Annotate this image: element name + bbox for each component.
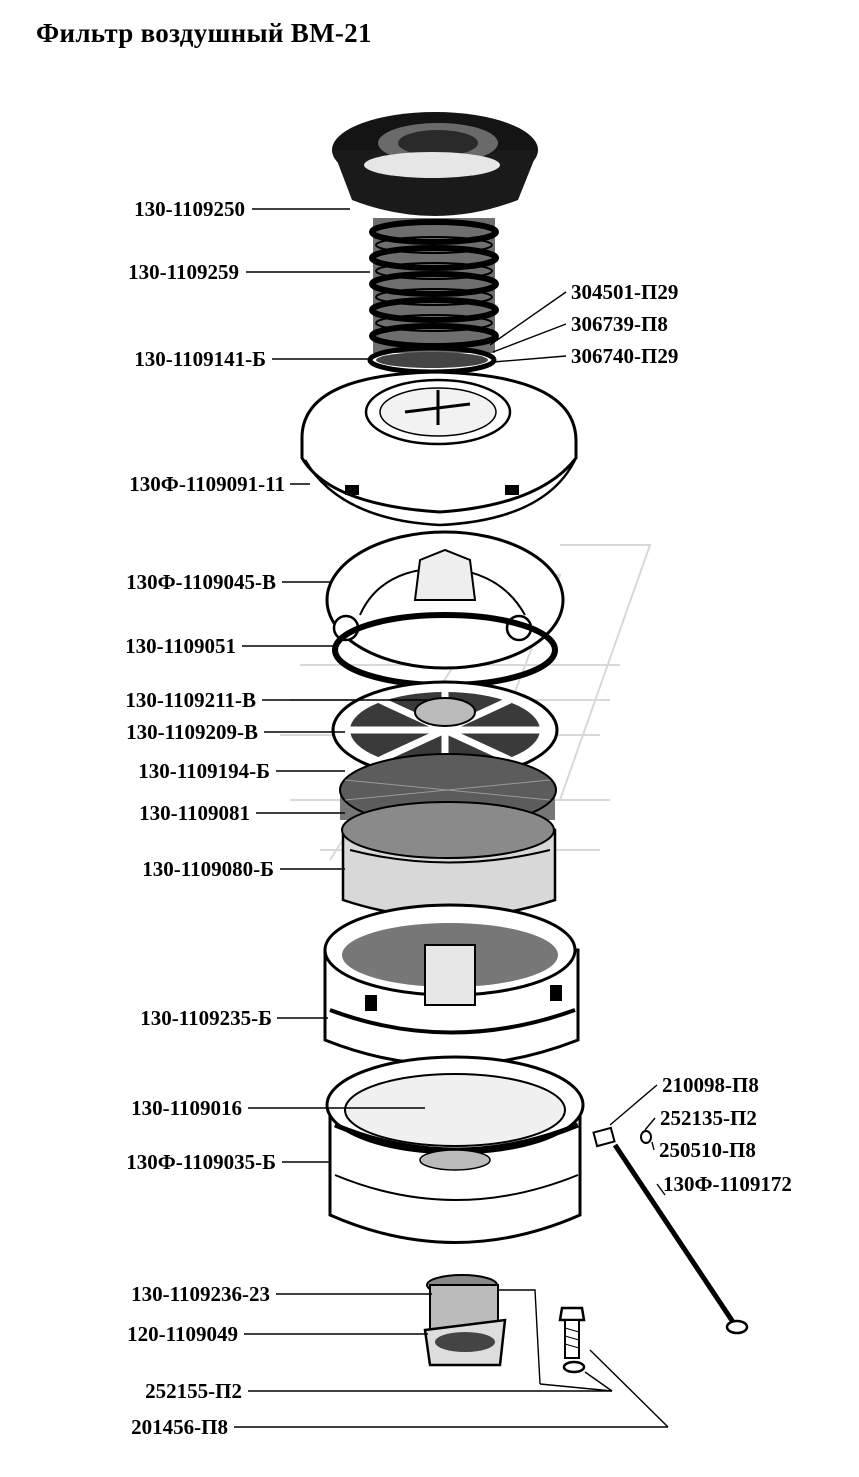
- part-label-p2: 130-1109259: [128, 260, 239, 284]
- part-label-p10: 130-1109211-В: [125, 688, 256, 712]
- part-label-p12: 130-1109194-Б: [138, 759, 270, 783]
- part-label-p13: 130-1109081: [139, 801, 250, 825]
- part-label-p1: 130-1109250: [134, 197, 245, 221]
- filter-cover-part: [300, 370, 578, 527]
- part-label-p15: 130-1109235-Б: [140, 1006, 272, 1030]
- housing-ring-part: [323, 903, 580, 1067]
- filter-element-part: [339, 753, 557, 919]
- part-label-p14: 130-1109080-Б: [142, 857, 274, 881]
- part-label-p5: 130-1109141-Б: [134, 347, 266, 371]
- clamp-rod-part: [592, 1126, 749, 1335]
- part-labels: 130-1109250 130-1109259 304501-П29 30673…: [125, 197, 792, 1439]
- part-label-p18: 252135-П2: [660, 1106, 757, 1130]
- part-label-p8: 130Ф-1109045-В: [126, 570, 276, 594]
- part-label-p3: 304501-П29: [571, 280, 678, 304]
- baffle-part: [325, 530, 565, 688]
- part-label-p23: 120-1109049: [127, 1322, 238, 1346]
- intake-cap-part: [332, 112, 538, 216]
- part-label-p24: 252155-П2: [145, 1379, 242, 1403]
- part-label-p7: 130Ф-1109091-11: [129, 472, 285, 496]
- part-label-p25: 201456-П8: [131, 1415, 228, 1439]
- spring-part: [369, 218, 499, 353]
- part-label-p11: 130-1109209-В: [126, 720, 258, 744]
- diagram-title: Фильтр воздушный ВМ-21: [36, 18, 372, 48]
- part-label-p17: 130-1109016: [131, 1096, 242, 1120]
- part-label-p20: 130Ф-1109035-Б: [126, 1150, 276, 1174]
- part-label-p22: 130-1109236-23: [131, 1282, 270, 1306]
- leader-lines: [234, 208, 669, 1428]
- mesh-disc-part: [331, 680, 559, 780]
- part-label-p4: 306739-П8: [571, 312, 668, 336]
- oil-bath-part: [325, 1055, 585, 1244]
- part-label-p19: 250510-П8: [659, 1138, 756, 1162]
- part-label-p9: 130-1109051: [125, 634, 236, 658]
- part-label-p6: 306740-П29: [571, 344, 678, 368]
- part-label-p16: 210098-П8: [662, 1073, 759, 1097]
- bolt-part: [558, 1306, 586, 1374]
- valve-body-part: [423, 1274, 507, 1367]
- part-label-p21: 130Ф-1109172: [663, 1172, 792, 1196]
